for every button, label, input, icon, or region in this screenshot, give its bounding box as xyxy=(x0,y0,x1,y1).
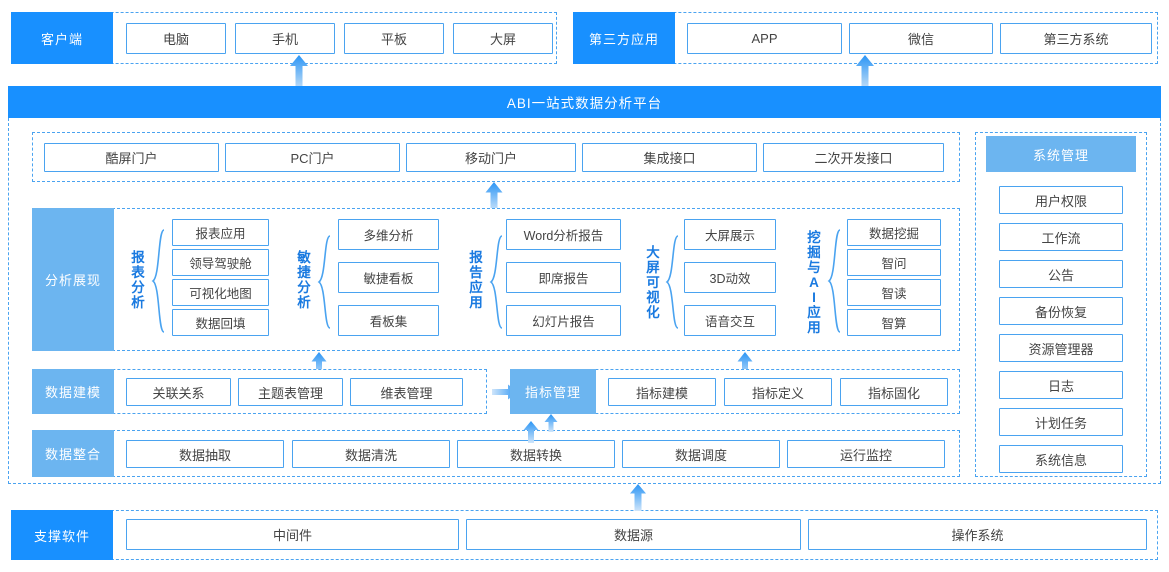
arrow-up-to-thirdparty xyxy=(854,55,876,88)
system-panel-item-3[interactable]: 备份恢复 xyxy=(999,297,1123,325)
analysis-group-3-title-text: 大屏可视化 xyxy=(646,244,660,320)
arrow-up-to-analysis-right xyxy=(736,352,754,379)
analysis-group-4-brace xyxy=(826,228,842,334)
analysis-group-2-title-text: 报告应用 xyxy=(469,250,483,310)
integration-row-label: 数据整合 xyxy=(32,430,114,477)
metric-row-label: 指标管理 xyxy=(510,369,596,414)
system-panel-item-0[interactable]: 用户权限 xyxy=(999,186,1123,214)
client-row-label: 客户端 xyxy=(11,12,113,64)
system-panel-item-6[interactable]: 计划任务 xyxy=(999,408,1123,436)
modeling-row-label: 数据建模 xyxy=(32,369,114,414)
arrow-up-to-analysis-left xyxy=(310,352,328,379)
analysis-group-0-item-2[interactable]: 可视化地图 xyxy=(172,279,269,306)
system-panel-label: 系统管理 xyxy=(986,136,1136,172)
integration-item-0[interactable]: 数据抽取 xyxy=(126,440,284,468)
platform-title-bar: ABI一站式数据分析平台 xyxy=(8,86,1161,118)
analysis-group-1-item-1[interactable]: 敏捷看板 xyxy=(338,262,439,293)
analysis-group-0-title-text: 报表分析 xyxy=(131,250,145,310)
analysis-group-3-title: 大屏可视化 xyxy=(645,232,661,332)
client-item-3[interactable]: 大屏 xyxy=(453,23,553,54)
thirdparty-item-1[interactable]: 微信 xyxy=(849,23,993,54)
modeling-item-1[interactable]: 主题表管理 xyxy=(238,378,343,406)
thirdparty-row-label: 第三方应用 xyxy=(573,12,675,64)
analysis-group-0-brace xyxy=(150,228,166,334)
analysis-group-2-item-1[interactable]: 即席报告 xyxy=(506,262,621,293)
integration-item-2[interactable]: 数据转换 xyxy=(457,440,615,468)
analysis-group-1-item-0[interactable]: 多维分析 xyxy=(338,219,439,250)
analysis-group-2-brace xyxy=(488,234,504,330)
client-item-1[interactable]: 手机 xyxy=(235,23,335,54)
client-item-2[interactable]: 平板 xyxy=(344,23,444,54)
analysis-group-2-item-0[interactable]: Word分析报告 xyxy=(506,219,621,250)
analysis-group-2-item-2[interactable]: 幻灯片报告 xyxy=(506,305,621,336)
analysis-group-4-item-2[interactable]: 智读 xyxy=(847,279,941,306)
arrow-up-to-metric xyxy=(543,414,559,432)
thirdparty-item-2[interactable]: 第三方系统 xyxy=(1000,23,1152,54)
support-row-label: 支撑软件 xyxy=(11,510,113,560)
metric-item-0[interactable]: 指标建模 xyxy=(608,378,716,406)
analysis-group-0-item-1[interactable]: 领导驾驶舱 xyxy=(172,249,269,276)
analysis-group-4-item-3[interactable]: 智算 xyxy=(847,309,941,336)
support-item-1[interactable]: 数据源 xyxy=(466,519,801,550)
analysis-group-1-title: 敏捷分析 xyxy=(296,240,312,320)
system-panel-item-4[interactable]: 资源管理器 xyxy=(999,334,1123,362)
portal-item-1[interactable]: PC门户 xyxy=(225,143,400,172)
system-panel-item-5[interactable]: 日志 xyxy=(999,371,1123,399)
system-panel-item-2[interactable]: 公告 xyxy=(999,260,1123,288)
analysis-row-label: 分析展现 xyxy=(32,208,114,351)
portal-item-2[interactable]: 移动门户 xyxy=(406,143,576,172)
support-item-0[interactable]: 中间件 xyxy=(126,519,459,550)
arrow-up-to-portal xyxy=(484,182,504,212)
analysis-group-3-item-1[interactable]: 3D动效 xyxy=(684,262,776,293)
analysis-group-4-item-0[interactable]: 数据挖掘 xyxy=(847,219,941,246)
integration-item-3[interactable]: 数据调度 xyxy=(622,440,780,468)
portal-item-4[interactable]: 二次开发接口 xyxy=(763,143,944,172)
support-item-2[interactable]: 操作系统 xyxy=(808,519,1147,550)
analysis-group-0-item-3[interactable]: 数据回填 xyxy=(172,309,269,336)
metric-item-1[interactable]: 指标定义 xyxy=(724,378,832,406)
analysis-group-1-title-text: 敏捷分析 xyxy=(297,250,311,310)
analysis-group-2-title: 报告应用 xyxy=(468,240,484,320)
arrow-up-to-integration xyxy=(522,421,540,443)
analysis-group-3-item-2[interactable]: 语音交互 xyxy=(684,305,776,336)
modeling-item-0[interactable]: 关联关系 xyxy=(126,378,231,406)
analysis-group-3-brace xyxy=(664,234,680,330)
arrow-up-to-platform-body xyxy=(628,484,648,511)
integration-item-4[interactable]: 运行监控 xyxy=(787,440,945,468)
system-panel-item-1[interactable]: 工作流 xyxy=(999,223,1123,251)
system-panel-item-7[interactable]: 系统信息 xyxy=(999,445,1123,473)
modeling-item-2[interactable]: 维表管理 xyxy=(350,378,463,406)
portal-item-3[interactable]: 集成接口 xyxy=(582,143,757,172)
arrow-up-to-client xyxy=(288,55,310,88)
analysis-group-3-item-0[interactable]: 大屏展示 xyxy=(684,219,776,250)
thirdparty-item-0[interactable]: APP xyxy=(687,23,842,54)
analysis-group-1-item-2[interactable]: 看板集 xyxy=(338,305,439,336)
portal-item-0[interactable]: 酷屏门户 xyxy=(44,143,219,172)
analysis-group-4-item-1[interactable]: 智问 xyxy=(847,249,941,276)
analysis-group-0-item-0[interactable]: 报表应用 xyxy=(172,219,269,246)
integration-item-1[interactable]: 数据清洗 xyxy=(292,440,450,468)
analysis-group-1-brace xyxy=(316,234,332,330)
analysis-group-0-title: 报表分析 xyxy=(130,230,146,330)
client-item-0[interactable]: 电脑 xyxy=(126,23,226,54)
metric-item-2[interactable]: 指标固化 xyxy=(840,378,948,406)
